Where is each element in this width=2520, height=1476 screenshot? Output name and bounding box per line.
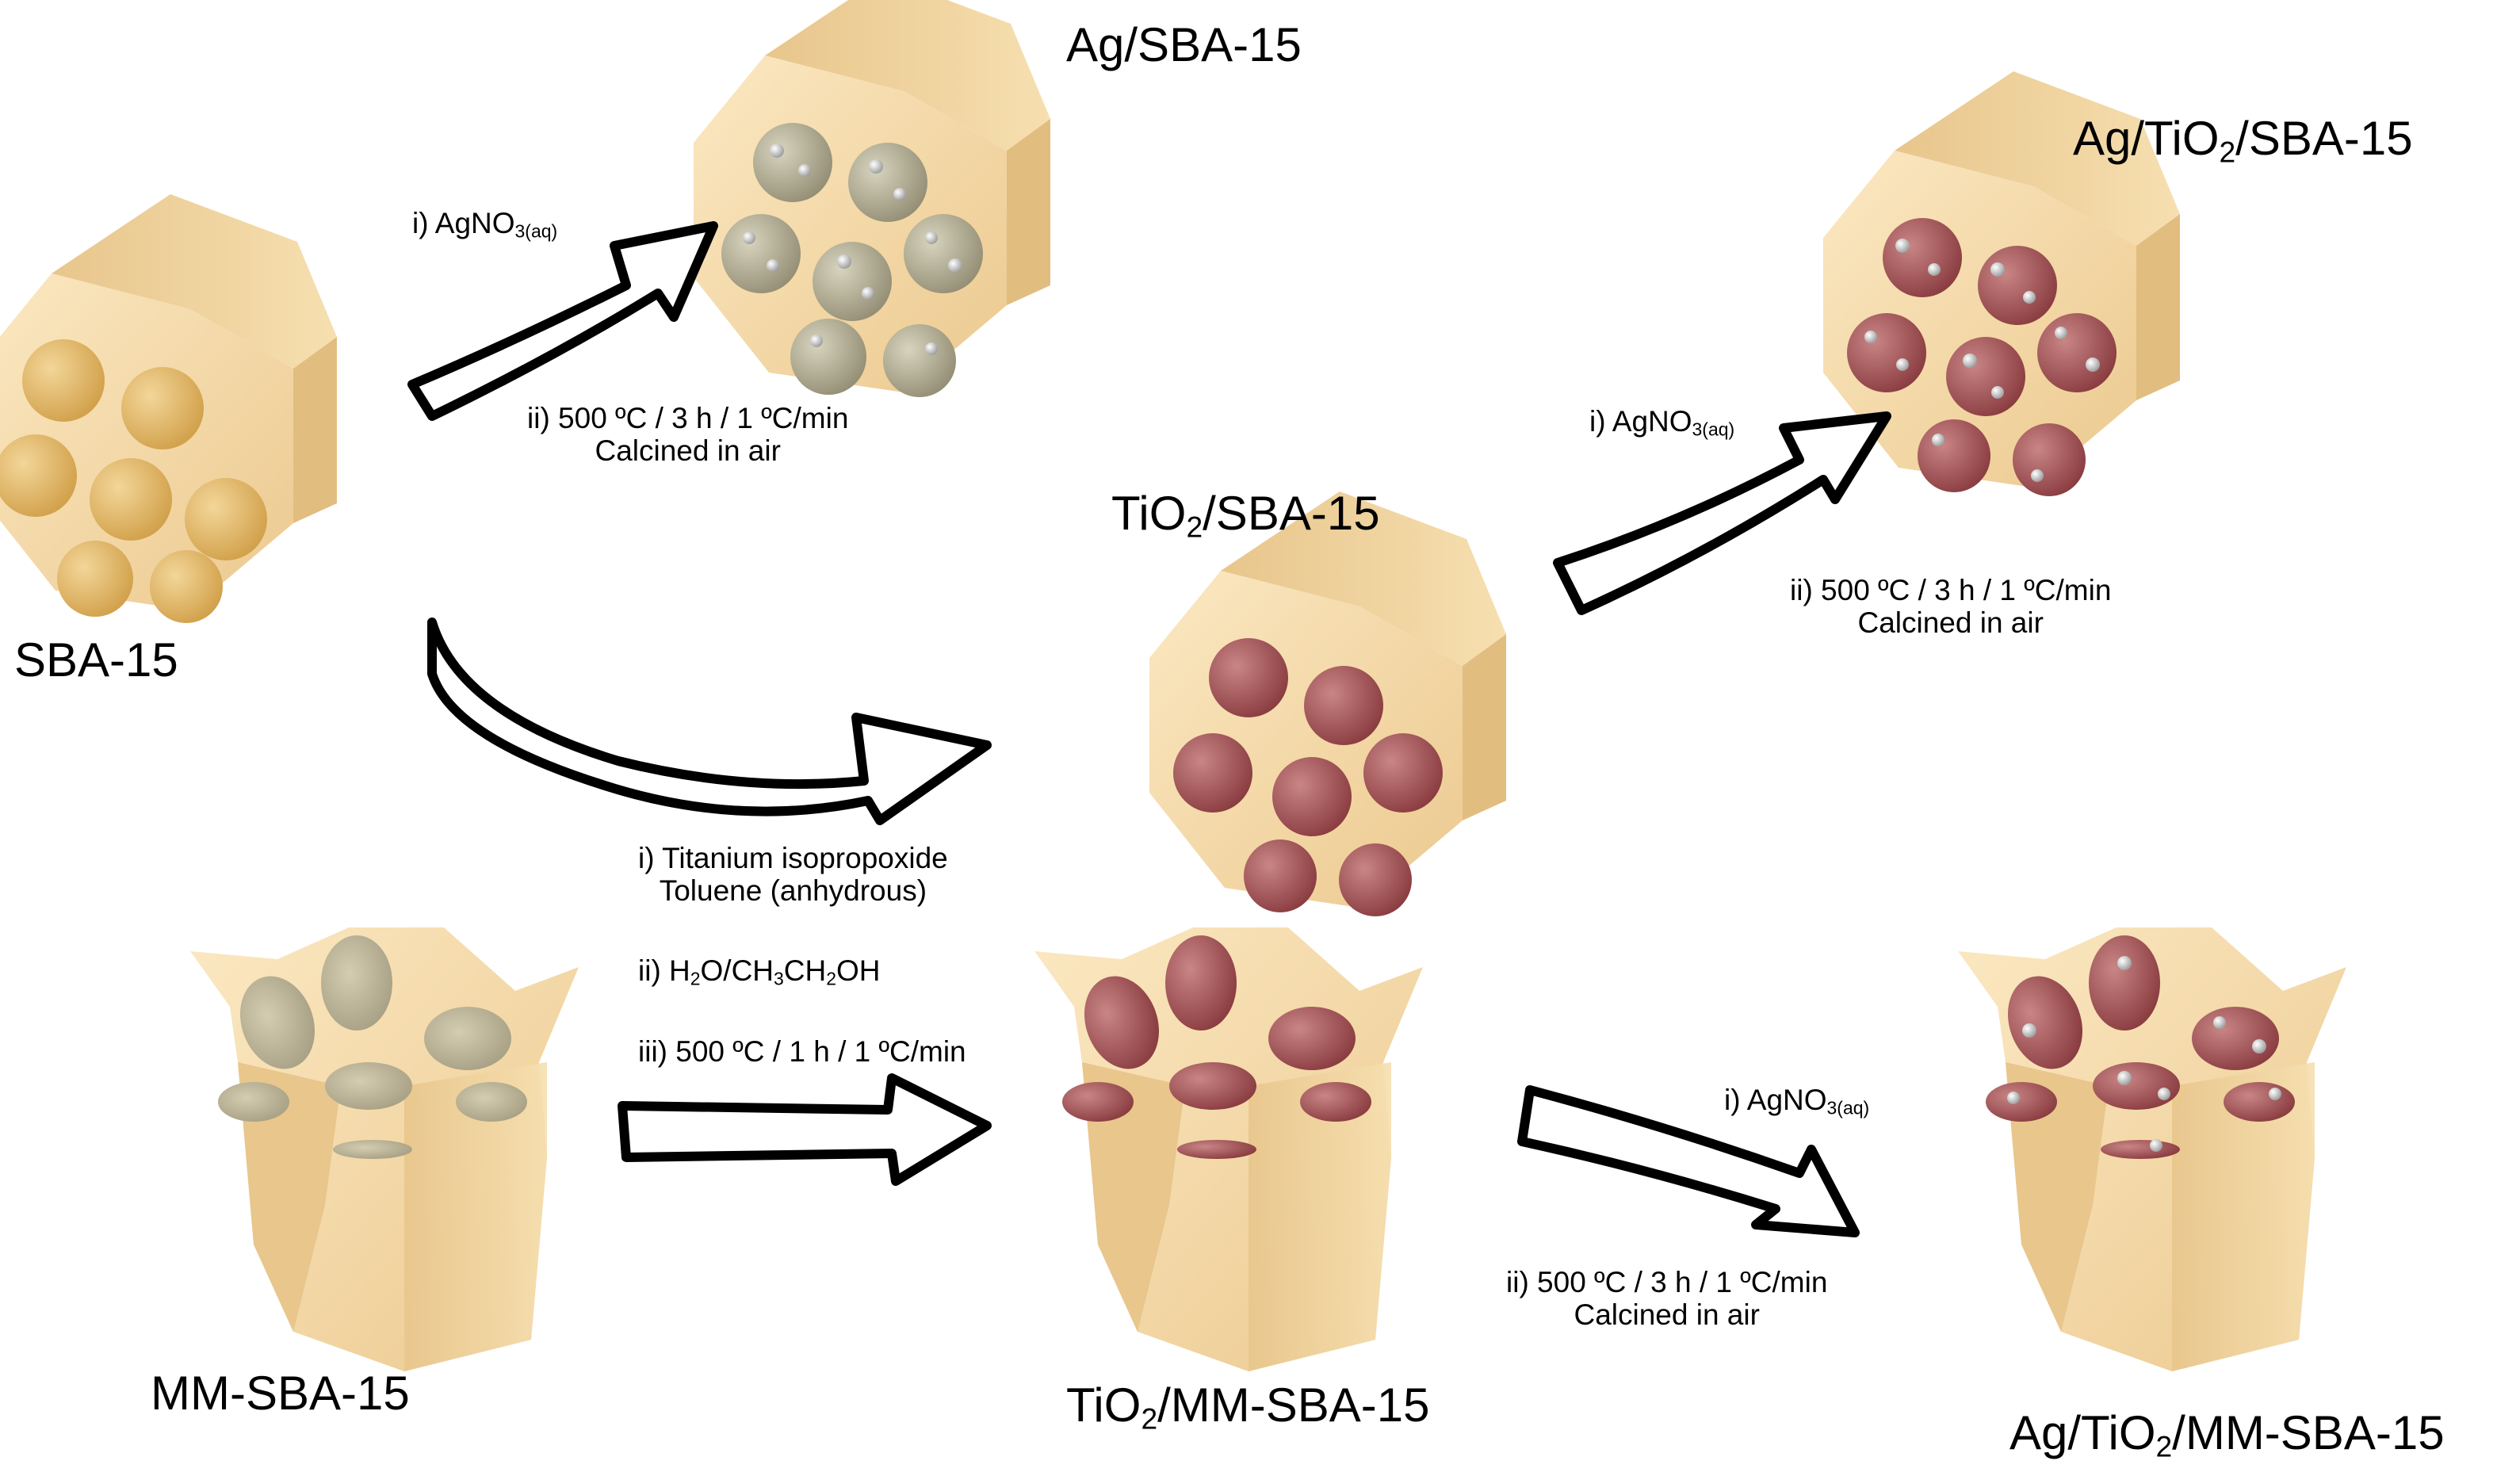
arrow-tio2-mm-to-ag xyxy=(1517,1085,1860,1237)
step-agno3-1: i) AgNO3(aq) xyxy=(412,207,558,242)
label-ag-tio2-sba15: Ag/TiO2/SBA-15 xyxy=(2073,112,2413,169)
ag-sba15-particle xyxy=(694,0,1050,397)
step-calcination-3: ii) 500 ºC / 3 h / 1 ºC/min Calcined in … xyxy=(1506,1266,1828,1331)
ag-tio2-mm-sba15-particle xyxy=(1958,927,2346,1371)
step-calcination-2-line2: Calcined in air xyxy=(1857,606,2044,639)
step-titanium-line2: Toluene (anhydrous) xyxy=(659,874,927,907)
step-calcination-3-line1: ii) 500 ºC / 3 h / 1 ºC/min xyxy=(1506,1266,1828,1298)
arrow-tio2-to-ag-tio2 xyxy=(1553,411,1891,615)
step-calcination-2: ii) 500 ºC / 3 h / 1 ºC/min Calcined in … xyxy=(1790,574,2112,639)
arrow-sba15-to-tio2 xyxy=(427,618,992,825)
mm-sba15-particle xyxy=(190,927,579,1371)
step-agno3-2: i) AgNO3(aq) xyxy=(1589,405,1735,440)
label-ag-sba15: Ag/SBA-15 xyxy=(1066,18,1302,71)
label-ag-tio2-mm-sba15: Ag/TiO2/MM-SBA-15 xyxy=(2009,1406,2445,1463)
tio2-sba15-particle xyxy=(1149,491,1506,916)
step-calcination-2-line1: ii) 500 ºC / 3 h / 1 ºC/min xyxy=(1790,574,2112,606)
step-ti-calcination: iii) 500 ºC / 1 h / 1 ºC/min xyxy=(638,1035,966,1068)
label-tio2-sba15: TiO2/SBA-15 xyxy=(1111,487,1380,544)
arrow-sba15-to-ag xyxy=(407,221,718,421)
step-calcination-3-line2: Calcined in air xyxy=(1574,1298,1760,1331)
tio2-mm-sba15-particle xyxy=(1034,927,1423,1371)
arrow-mm-to-tio2-mm xyxy=(618,1073,992,1186)
step-calcination-1-line1: ii) 500 ºC / 3 h / 1 ºC/min xyxy=(527,402,849,434)
step-titanium: i) Titanium isopropoxide Toluene (anhydr… xyxy=(638,842,948,907)
label-mm-sba15: MM-SBA-15 xyxy=(151,1367,410,1420)
step-titanium-line1: i) Titanium isopropoxide xyxy=(638,842,948,874)
ag-tio2-sba15-particle xyxy=(1823,71,2180,496)
label-sba15: SBA-15 xyxy=(14,633,178,686)
step-agno3-3: i) AgNO3(aq) xyxy=(1724,1084,1870,1118)
step-calcination-1: ii) 500 ºC / 3 h / 1 ºC/min Calcined in … xyxy=(527,402,849,467)
step-calcination-1-line2: Calcined in air xyxy=(595,434,781,467)
step-hydrolysis: ii) H2O/CH3CH2OH xyxy=(638,954,881,989)
sba15-particle xyxy=(0,194,337,623)
label-tio2-mm-sba15: TiO2/MM-SBA-15 xyxy=(1066,1378,1430,1436)
